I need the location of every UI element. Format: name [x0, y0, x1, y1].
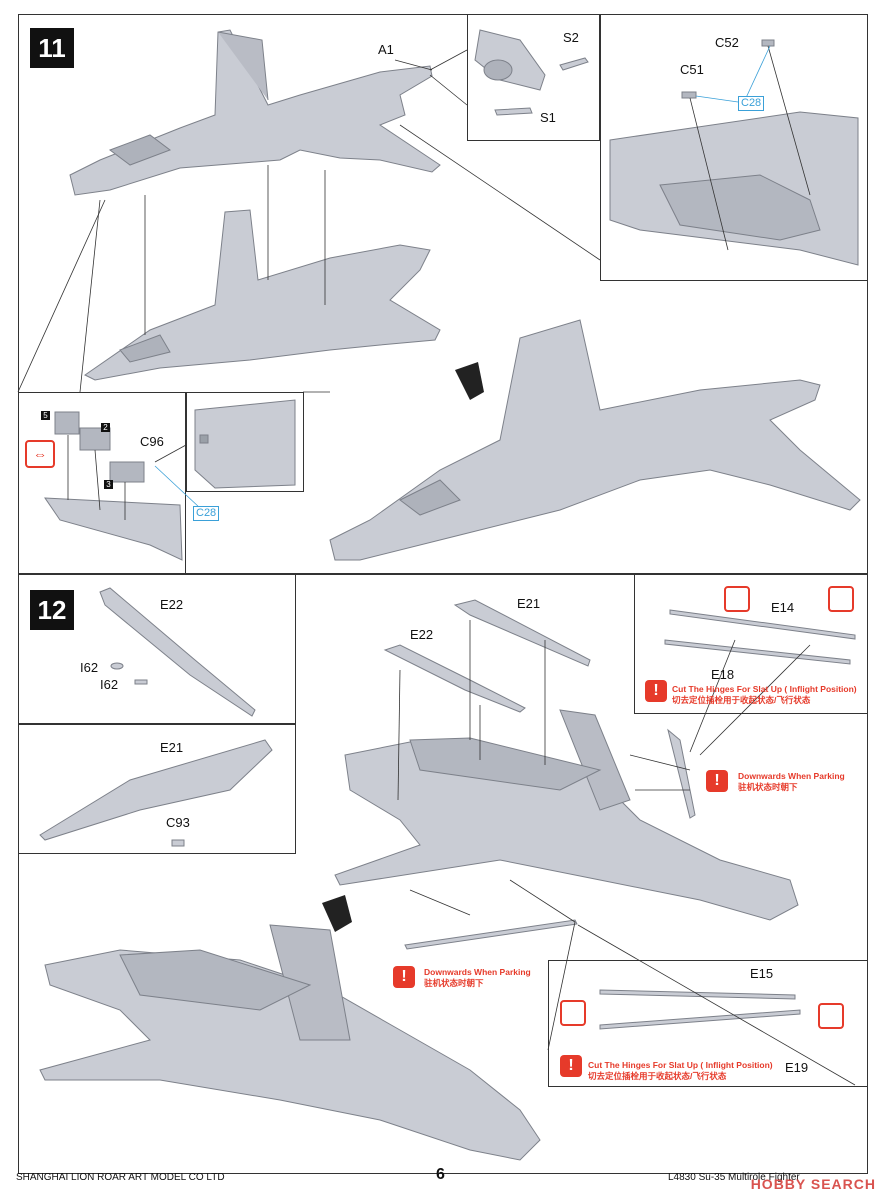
- warning-icon-slat-top: !: [645, 680, 667, 702]
- step-12-leader-lines: [397, 620, 856, 1086]
- note-cut-hinges-bottom: Cut The Hinges For Slat Up ( Inflight Po…: [588, 1060, 773, 1082]
- airbrake-inset: [600, 14, 868, 281]
- label-e21-main: E21: [517, 596, 541, 611]
- warning-icon-slat-bottom: !: [560, 1055, 582, 1077]
- note-parking-right-en: Downwards When Parking: [738, 771, 845, 781]
- lower-fuselage-drawing: [84, 209, 441, 381]
- cut-hinge-icon-4: [818, 1003, 844, 1029]
- step-11-number: 11: [30, 28, 74, 68]
- slat-e14-inset: [634, 574, 868, 714]
- note-parking-right-cn: 驻机状态时朝下: [738, 782, 798, 792]
- label-i62-b: I62: [100, 677, 119, 692]
- step-12-number: 12: [30, 590, 74, 630]
- note-cut-hinges-top-cn: 切去定位插栓用于收起状态/飞行状态: [672, 695, 811, 705]
- footer-product: L4830 Su-35 Multirole Fighter: [668, 1172, 800, 1183]
- sub-number-5: 5: [41, 411, 50, 420]
- cut-hinge-icon-3: [560, 1000, 586, 1026]
- sub-number-3: 3: [104, 480, 113, 489]
- swap-arrows-icon: ⇔: [25, 440, 55, 468]
- label-c28-left: C28: [193, 506, 220, 521]
- warning-icon-parking-left: !: [393, 966, 415, 988]
- e22-part-drawing: [99, 587, 256, 717]
- label-e19: E19: [785, 1060, 809, 1075]
- label-e22-inset: E22: [160, 597, 184, 612]
- footer-company: SHANGHAI LION ROAR ART MODEL CO LTD: [16, 1172, 225, 1183]
- note-parking-left-cn: 驻机状态时朝下: [424, 978, 484, 988]
- label-c28-top: C28: [738, 96, 765, 111]
- label-e22-main: E22: [410, 627, 434, 642]
- step-11-leader-lines: [17, 49, 601, 393]
- label-a1: A1: [378, 42, 394, 57]
- label-e15: E15: [750, 966, 774, 981]
- label-e21-inset: E21: [160, 740, 184, 755]
- label-s1: S1: [540, 110, 556, 125]
- sub-number-2: 2: [101, 423, 110, 432]
- exhaust-drawing: [474, 29, 589, 116]
- note-cut-hinges-bottom-cn: 切去定位插栓用于收起状态/飞行状态: [588, 1071, 727, 1081]
- step-11-frame: [18, 14, 868, 574]
- slat-bars-drawing: [404, 609, 856, 1030]
- detail-drawing: [194, 399, 296, 489]
- step-12-arrow: [322, 895, 352, 932]
- e21-inset: [18, 724, 296, 854]
- upper-fuselage-a1-drawing: [69, 29, 441, 196]
- assembled-aircraft-12-lower-drawing: [39, 924, 541, 1161]
- cut-hinge-icon-1: [724, 586, 750, 612]
- label-c52: C52: [715, 35, 739, 50]
- note-cut-hinges-top: Cut The Hinges For Slat Up ( Inflight Po…: [672, 684, 857, 706]
- note-cut-hinges-bottom-en: Cut The Hinges For Slat Up ( Inflight Po…: [588, 1060, 773, 1070]
- step-12-frame: [18, 574, 868, 1174]
- slat-e15-inset: [548, 960, 868, 1087]
- detail-inset: [186, 392, 304, 492]
- note-cut-hinges-top-en: Cut The Hinges For Slat Up ( Inflight Po…: [672, 684, 857, 694]
- assembled-aircraft-11-drawing: [329, 319, 861, 561]
- watermark: HOBBY SEARCH: [750, 1176, 876, 1192]
- airbrake-drawing: [609, 39, 859, 266]
- cockpit-parts-drawing: [44, 411, 183, 561]
- assembled-aircraft-12-upper-drawing: [334, 709, 799, 921]
- e21-part-drawing: [39, 739, 273, 847]
- label-c96: C96: [140, 434, 164, 449]
- label-c93: C93: [166, 815, 190, 830]
- label-e14: E14: [771, 600, 795, 615]
- label-e18: E18: [711, 667, 735, 682]
- note-parking-right: Downwards When Parking 驻机状态时朝下: [738, 771, 845, 793]
- cut-hinge-icon-2: [828, 586, 854, 612]
- label-i62-a: I62: [80, 660, 99, 675]
- step-11-arrow: [455, 362, 484, 400]
- label-c51: C51: [680, 62, 704, 77]
- exhaust-inset: [467, 14, 600, 141]
- e22-inset: [18, 574, 296, 724]
- label-s2: S2: [563, 30, 579, 45]
- warning-icon-parking-right: !: [706, 770, 728, 792]
- footer-page-number: 6: [436, 1166, 445, 1183]
- slat-parts-drawing: [383, 599, 696, 819]
- note-parking-left-en: Downwards When Parking: [424, 967, 531, 977]
- cockpit-inset: [18, 392, 186, 574]
- note-parking-left: Downwards When Parking 驻机状态时朝下: [424, 967, 531, 989]
